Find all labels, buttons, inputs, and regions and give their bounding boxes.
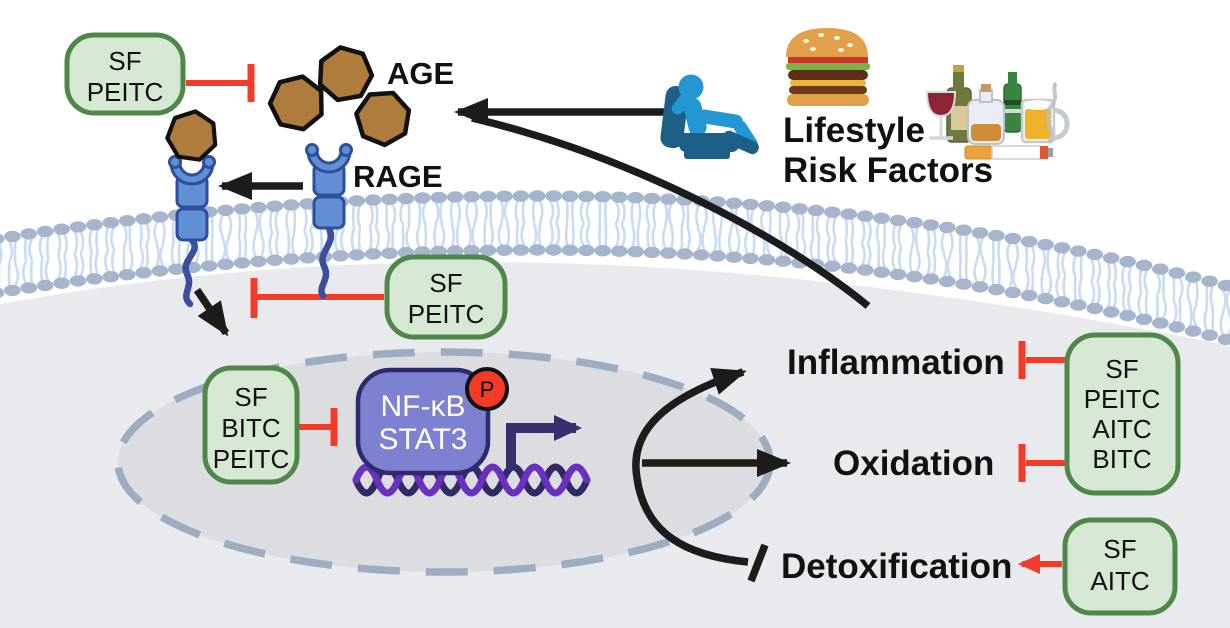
rage-receptor-bound bbox=[165, 108, 219, 308]
inhibit-age-tbar bbox=[186, 64, 255, 102]
oxidation-label: Oxidation bbox=[833, 444, 994, 483]
detoxification-label: Detoxification bbox=[781, 547, 1012, 586]
box-line: PEITC bbox=[1084, 384, 1161, 414]
alcohol-icon bbox=[925, 65, 1070, 145]
transcription-factor-box bbox=[355, 367, 491, 476]
box-line: BITC bbox=[1092, 444, 1151, 474]
receptor-binding-cup bbox=[168, 155, 216, 186]
transcription-inhibitor-box: SF BITC PEITC bbox=[202, 365, 300, 485]
inhibit-oxidation-tbar bbox=[1018, 444, 1067, 482]
rage-receptor-free bbox=[305, 143, 353, 300]
tf-name-line1: NF-κB bbox=[381, 390, 466, 423]
age-molecule-bound bbox=[165, 108, 219, 161]
inflammation-label: Inflammation bbox=[787, 343, 1005, 382]
outcome-inhibitor-box: SF PEITC AITC BITC bbox=[1064, 332, 1181, 496]
rage-label: RAGE bbox=[353, 159, 443, 194]
inhibit-inflammation-tbar bbox=[1018, 341, 1067, 379]
burger-icon bbox=[786, 28, 870, 106]
membrane-lipid-heads bbox=[0, 190, 1230, 346]
arrow-receptor-to-nucleus bbox=[193, 287, 230, 337]
arrow-inflammation-feedback-to-age bbox=[471, 114, 871, 309]
transcription-arrow bbox=[506, 415, 582, 470]
box-line: PEITC bbox=[87, 77, 164, 107]
tf-name-line2: STAT3 bbox=[379, 423, 468, 456]
lifestyle-label-line2: Risk Factors bbox=[783, 151, 993, 190]
box-line: SF bbox=[1103, 534, 1136, 564]
box-line: SF bbox=[1105, 354, 1138, 384]
phospho-label: P bbox=[480, 377, 495, 402]
receptor-domain bbox=[312, 195, 346, 230]
cigarette-icon bbox=[964, 81, 1058, 160]
box-line: AITC bbox=[1092, 414, 1151, 444]
inhibit-transcription-tbar bbox=[299, 408, 338, 446]
transcription-factor-complex: NF-κB STAT3 P bbox=[355, 367, 509, 476]
sedentary-person-icon bbox=[660, 74, 759, 159]
age-molecule bbox=[314, 43, 375, 103]
receptor-signal-inhibitor-box: SF PEITC bbox=[384, 254, 508, 340]
box-line: SF bbox=[234, 382, 267, 412]
box-line: PEITC bbox=[408, 299, 485, 329]
dna-strand-bright bbox=[352, 463, 591, 497]
box-line: SF bbox=[108, 46, 141, 76]
age-label: AGE bbox=[387, 56, 454, 91]
box-line: PEITC bbox=[213, 444, 290, 474]
box-line: SF bbox=[429, 268, 462, 298]
receptor-binding-cup bbox=[305, 143, 353, 174]
receptor-tail bbox=[318, 224, 335, 300]
detox-activator-box: SF AITC bbox=[1062, 517, 1178, 616]
receptor-domain bbox=[175, 207, 209, 242]
age-inhibitor-box: SF PEITC bbox=[64, 32, 186, 116]
arrow-nucleus-to-inflammation-and-blunt-detox bbox=[632, 367, 749, 566]
box-line: AITC bbox=[1090, 566, 1149, 596]
box-line: BITC bbox=[221, 413, 280, 443]
receptor-tail bbox=[182, 236, 198, 308]
tbar-block-detoxification bbox=[747, 543, 769, 583]
phospho-badge bbox=[465, 367, 509, 411]
lifestyle-label-line1: Lifestyle bbox=[783, 111, 925, 150]
